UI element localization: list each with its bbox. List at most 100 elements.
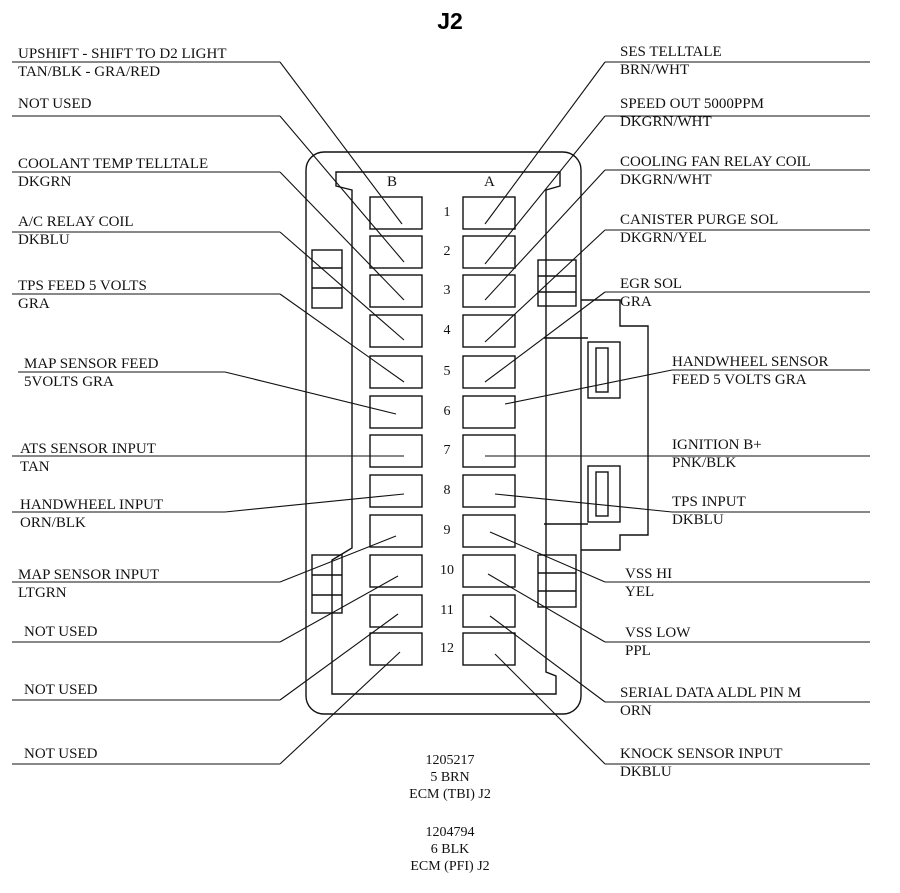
part-application: ECM (TBI) J2 [409,787,491,802]
pin-number: 4 [443,323,451,338]
wire-color: ORN [620,703,652,719]
pin-number: 12 [440,641,454,656]
pin-cavity-a12 [462,632,516,666]
wire-color: DKBLU [620,764,672,780]
right-label-pin-10: VSS LOW PPL [625,625,690,659]
left-leader-line [279,171,405,301]
wire-color: DKBLU [18,232,70,248]
left-leader-line [279,231,405,341]
right-leader-line [489,615,606,703]
left-leader-line [279,613,399,701]
pin-cavity-a3 [462,274,516,308]
left-latch-top [311,249,343,309]
pin-number: 2 [443,244,451,259]
circuit-name: NOT USED [18,96,92,112]
wire-color: BRN/WHT [620,62,690,78]
right-lock-housing [581,299,649,551]
wire-color: LTGRN [18,585,67,601]
pin-cavity-b8 [369,474,423,508]
part-cavities: 6 BLK [430,842,470,857]
pin-cavity-b5 [369,355,423,389]
left-latch-bottom [311,554,343,614]
diagram-title: J2 [437,8,463,34]
pin-cavity-a4 [462,314,516,348]
left-label-pin-4: A/C RELAY COIL DKBLU [18,214,134,248]
wire-color: YEL [625,584,655,600]
circuit-name: SPEED OUT 5000PPM [620,96,764,112]
circuit-name: UPSHIFT - SHIFT TO D2 LIGHT [18,46,227,62]
left-label-pin-12: NOT USED [24,746,97,764]
part-info-tbi: 1205217 5 BRN ECM (TBI) J2 [380,752,520,803]
left-label-pin-3: COOLANT TEMP TELLTALE DKGRN [18,156,208,190]
circuit-name: EGR SOL [620,276,683,292]
wire-color: 5VOLTS GRA [24,374,114,390]
pin-cavity-a10 [462,554,516,588]
part-application: ECM (PFI) J2 [410,859,490,874]
right-leader-line [487,573,606,643]
pin-cavity-b11 [369,594,423,628]
right-label-pin-9: VSS HI YEL [625,566,672,600]
circuit-name: HANDWHEEL SENSOR [672,354,829,370]
wire-color: TAN/BLK - GRA/RED [18,64,161,80]
circuit-name: COOLANT TEMP TELLTALE [18,156,209,172]
pin-number: 3 [443,283,451,298]
circuit-name: CANISTER PURGE SOL [620,212,779,228]
right-label-pin-4: CANISTER PURGE SOL DKGRN/YEL [620,212,778,246]
right-label-pin-5: EGR SOL GRA [620,276,682,310]
pin-number: 11 [440,603,454,618]
wire-color: GRA [620,294,652,310]
right-label-pin-2: SPEED OUT 5000PPM DKGRN/WHT [620,96,764,130]
circuit-name: HANDWHEEL INPUT [20,497,164,513]
pin-cavity-b4 [369,314,423,348]
wire-color: PPL [625,643,651,659]
left-leader-line [224,493,405,513]
circuit-name: NOT USED [24,746,98,762]
part-info-pfi: 1204794 6 BLK ECM (PFI) J2 [380,824,520,875]
pin-number: 5 [443,364,451,379]
wire-color: GRA [18,296,50,312]
circuit-name: MAP SENSOR FEED [24,356,159,372]
wire-color: FEED 5 VOLTS GRA [672,372,807,388]
pin-number: 7 [443,443,451,458]
circuit-name: TPS INPUT [672,494,746,510]
wire-color: DKGRN [18,174,72,190]
wire-color: DKBLU [672,512,724,528]
wire-color: DKGRN/WHT [620,114,712,130]
left-label-pin-1: UPSHIFT - SHIFT TO D2 LIGHT TAN/BLK - GRA… [18,46,227,80]
circuit-name: NOT USED [24,624,98,640]
right-leader-line [484,169,606,301]
left-label-pin-6: MAP SENSOR FEED 5VOLTS GRA [24,356,158,390]
pin-cavity-a2 [462,235,516,269]
right-leader-line [494,653,606,765]
wire-color: PNK/BLK [672,455,737,471]
circuit-name: VSS HI [625,566,673,582]
circuit-name: IGNITION B+ [672,437,762,453]
connector-inner-cavity [331,171,561,695]
part-number: 1205217 [425,753,475,768]
right-leader-line [484,115,606,265]
left-label-pin-10: NOT USED [24,624,97,642]
right-leader-line [484,291,606,383]
column-header-b: B [387,174,398,190]
circuit-name: KNOCK SENSOR INPUT [620,746,783,762]
pin-number: 10 [440,563,454,578]
wire-color: TAN [20,459,50,475]
circuit-name: A/C RELAY COIL [18,214,134,230]
circuit-name: ATS SENSOR INPUT [20,441,156,457]
right-leader-line [489,531,606,583]
left-label-pin-2: NOT USED [18,96,91,114]
circuit-name: VSS LOW [625,625,691,641]
right-leader-line [484,61,606,225]
right-label-pin-8: TPS INPUT DKBLU [672,494,746,528]
wire-color: DKGRN/YEL [620,230,707,246]
pin-cavity-b1 [369,196,423,230]
wire-color: DKGRN/WHT [620,172,712,188]
left-leader-line [279,115,405,263]
pin-number: 9 [443,523,451,538]
right-leader-line [484,229,606,343]
